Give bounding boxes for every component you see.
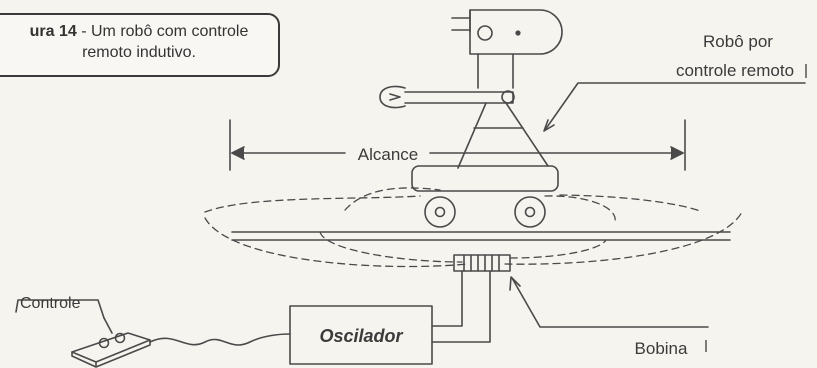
robot-label-leader xyxy=(544,82,806,131)
caption-line-2: remoto indutivo. xyxy=(82,44,196,61)
robot-base xyxy=(411,165,559,192)
range-label: Alcance xyxy=(358,145,418,164)
control-label-leader xyxy=(15,299,105,319)
robot-torso xyxy=(457,102,549,169)
robot xyxy=(379,9,563,228)
range-arrowhead-left xyxy=(231,146,245,160)
coil-wire-2 xyxy=(431,270,491,343)
range-arrowhead-right xyxy=(670,146,684,160)
caption-number: ura 14 xyxy=(29,23,77,40)
robot-gripper xyxy=(379,85,406,109)
robot-antenna xyxy=(451,9,471,33)
robot-shoulder-joint xyxy=(501,90,515,104)
robot-arm xyxy=(404,91,514,104)
coil-label-leader xyxy=(511,277,709,328)
remote-wire xyxy=(149,333,291,346)
oscillator-label: Oscilador xyxy=(319,326,403,346)
coil-label: Bobina xyxy=(635,339,688,358)
caption-title: - Um robô com controle xyxy=(76,23,249,40)
robot-wheel-left-hub xyxy=(434,206,446,218)
robot-eye-right xyxy=(515,30,521,36)
robot-eye-left xyxy=(477,25,493,41)
coil xyxy=(453,254,511,272)
robot-wheel-right xyxy=(514,196,546,228)
coil-label-arrowhead xyxy=(509,276,521,291)
robot-label-line-1: Robô por xyxy=(703,32,773,51)
caption-line-1: ura 14 - Um robô com controle xyxy=(0,21,278,42)
magnetic-field-lines xyxy=(204,187,743,268)
robot-neck xyxy=(477,53,514,89)
floor-line xyxy=(231,231,731,241)
robot-wheel-left xyxy=(424,196,456,228)
oscillator-box xyxy=(289,305,433,365)
remote-control xyxy=(71,317,151,368)
control-label: Controle xyxy=(20,295,81,312)
robot-label-arrowhead xyxy=(543,119,555,132)
robot-head xyxy=(469,9,563,55)
robot-wheel-right-hub xyxy=(524,206,536,218)
figure-caption: ura 14 - Um robô com controle remoto ind… xyxy=(0,13,280,77)
robot-label-line-2: controle remoto xyxy=(676,61,794,80)
coil-wire-1 xyxy=(431,270,463,327)
